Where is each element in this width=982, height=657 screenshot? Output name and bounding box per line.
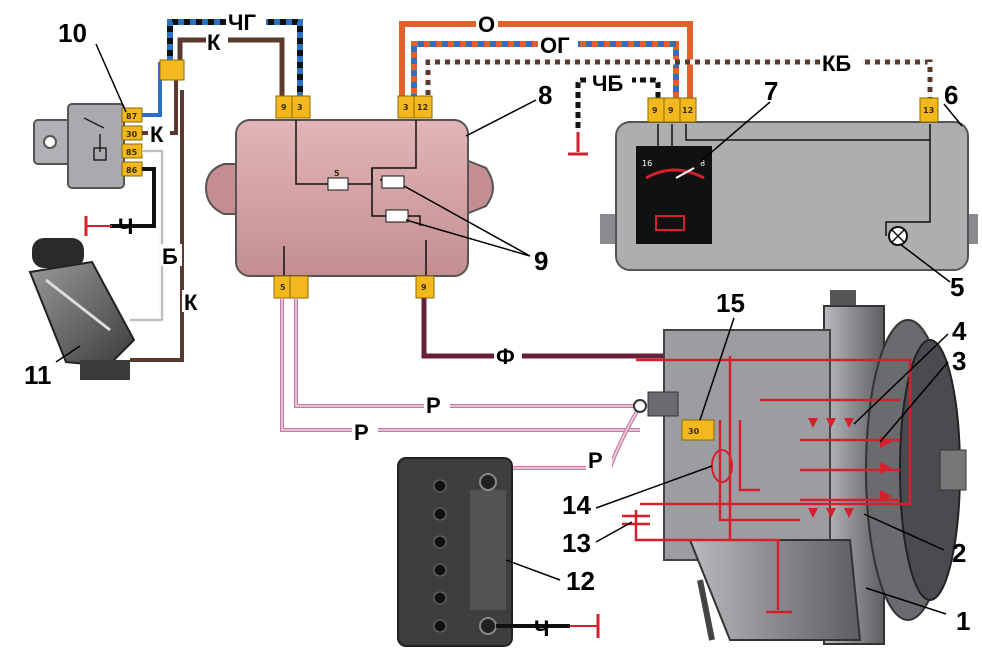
callout-12: 12: [566, 566, 595, 596]
wire-label-f: Ф: [496, 344, 515, 369]
wire-label-b: Б: [162, 244, 178, 269]
callout-4: 4: [952, 316, 967, 346]
block-pin-top-3: 3: [403, 103, 409, 112]
wire-label-r1: Р: [426, 393, 441, 418]
panel-inner-8: 8: [700, 159, 705, 168]
block-pin-bot-1: 5: [280, 283, 286, 292]
wire-label-o: О: [478, 12, 495, 37]
callout-1: 1: [956, 606, 970, 636]
ignition-switch: [28, 238, 136, 380]
wire-label-chb: ЧБ: [592, 71, 623, 96]
wire-label-og: ОГ: [540, 33, 570, 58]
callout-13: 13: [562, 528, 591, 558]
callout-14: 14: [562, 490, 591, 520]
wire-label-r3: Р: [588, 448, 603, 473]
wire-label-chg: ЧГ: [228, 10, 256, 35]
wire-label-k-left: К: [184, 290, 198, 315]
wire-label-ch-batt: Ч: [534, 616, 549, 641]
block-pin-top-4: 12: [417, 103, 428, 112]
callout-8: 8: [538, 80, 552, 110]
wire-label-r2: Р: [354, 420, 369, 445]
callout-15: 15: [716, 288, 745, 318]
instrument-panel: 16 8 9 9 12 13: [600, 97, 978, 271]
component-numbers: 10 8 9 7 6 5 4 3 2 1 15 14 13 12 11: [24, 18, 970, 636]
callout-9: 9: [534, 246, 548, 276]
panel-pin-4: 13: [923, 106, 934, 115]
wire-label-kb: КБ: [822, 51, 851, 76]
relay-pin-86: 86: [126, 166, 138, 175]
callout-10: 10: [58, 18, 87, 48]
block-pin-bot-2: 9: [421, 283, 427, 292]
callout-7: 7: [764, 76, 778, 106]
block-pin-top-1: 9: [281, 103, 287, 112]
relay-connector: 87 30 85 86: [121, 107, 143, 177]
block-pin-top-2: 3: [297, 103, 303, 112]
fuse-block: 5 9 3 3 12 5 9: [204, 95, 494, 299]
relay-pin-85: 85: [126, 148, 138, 157]
fuse-block-label: 5: [334, 169, 340, 178]
callout-5: 5: [950, 272, 964, 302]
wire-label-ch-relay: Ч: [118, 214, 133, 239]
callout-11: 11: [24, 360, 52, 390]
relay-pin-87: 87: [126, 112, 137, 121]
panel-pin-3: 12: [682, 106, 693, 115]
wire-label-k-relay: К: [150, 122, 164, 147]
panel-inner-16: 16: [642, 159, 652, 168]
battery: [397, 457, 600, 647]
callout-6: 6: [944, 80, 958, 110]
panel-pin-2: 9: [668, 106, 674, 115]
alternator: 30: [622, 290, 967, 645]
relay: 87 30 85 86: [33, 59, 185, 362]
relay-pin-30: 30: [126, 130, 138, 139]
panel-pin-1: 9: [652, 106, 658, 115]
callout-2: 2: [952, 538, 966, 568]
alt-connector-pin: 30: [688, 427, 700, 436]
leader-lines: [55, 43, 963, 615]
wire-label-k-top: К: [207, 30, 221, 55]
field-and-power-wires: [280, 298, 730, 470]
callout-3: 3: [952, 346, 966, 376]
wire-labels: ЧГ К О ОГ КБ ЧБ К Ч Б К Ф Р Р Р Ч: [118, 10, 862, 641]
